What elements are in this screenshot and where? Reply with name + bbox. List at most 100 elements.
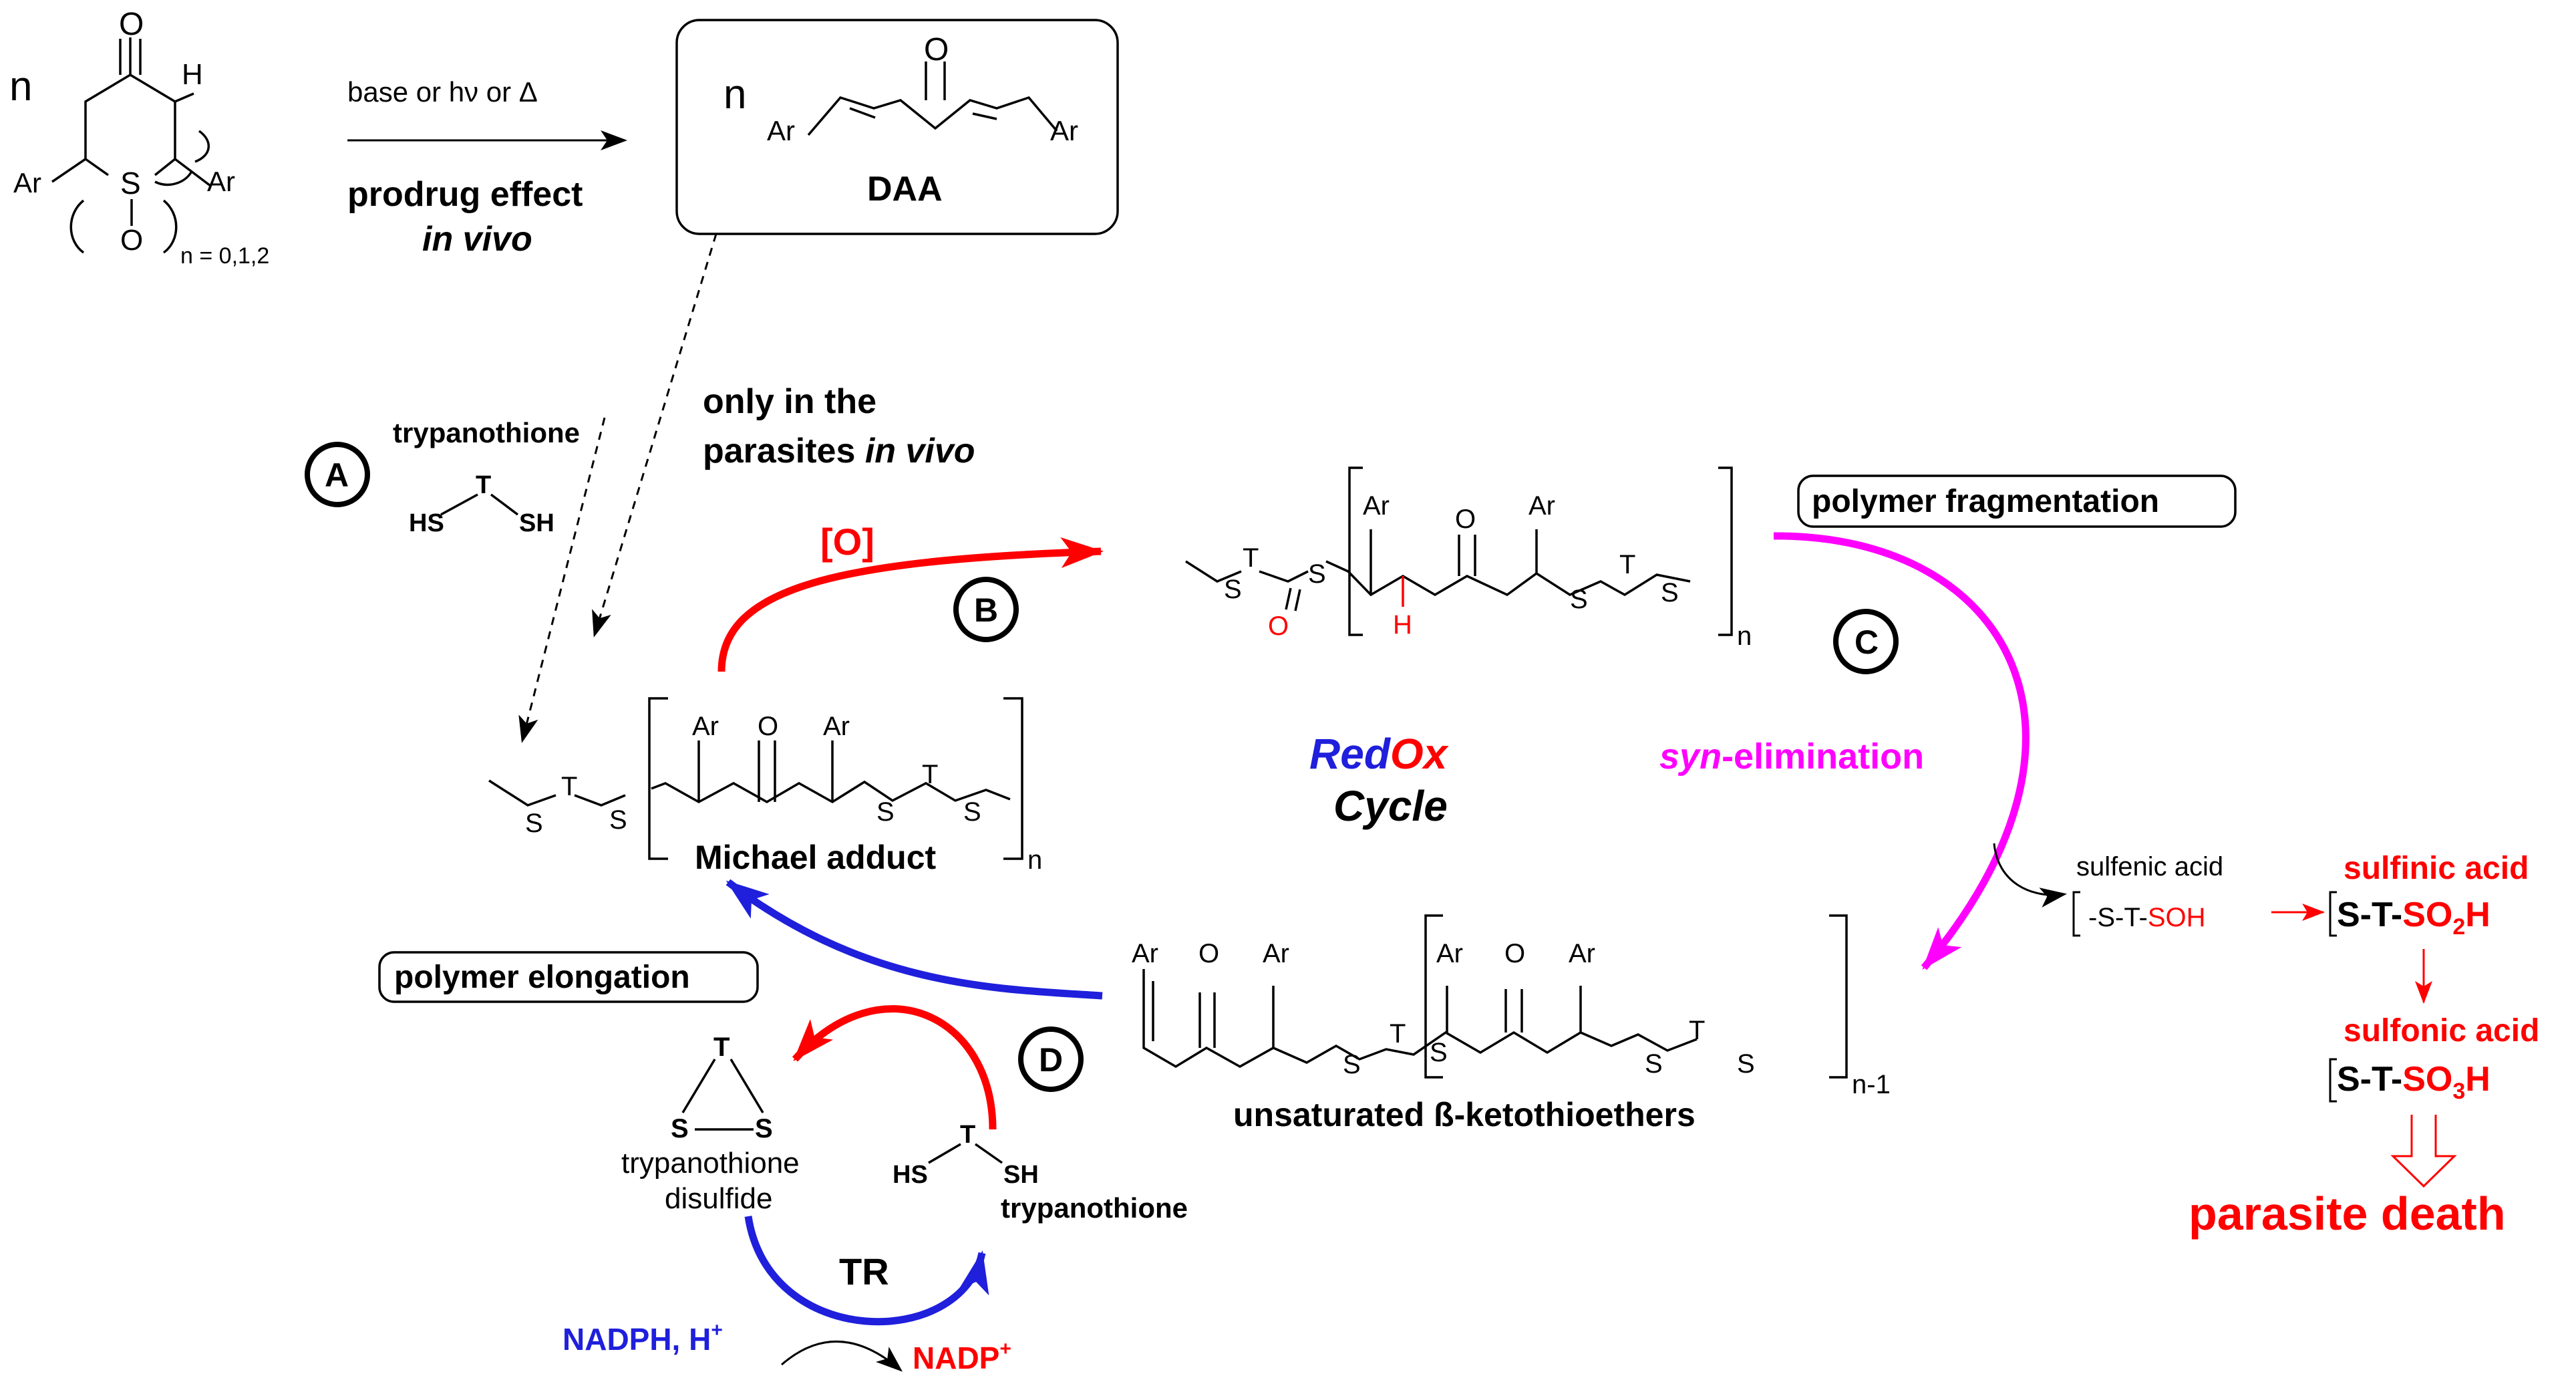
trypanothione-dashed-arrow <box>518 417 606 743</box>
oxidized-polymer-n: n <box>1737 622 1752 651</box>
michael-adduct-label: Michael adduct <box>695 839 937 876</box>
michael-s2: S <box>609 805 627 835</box>
sulfenic-bracket <box>2072 891 2080 937</box>
oxidized-polymer-ar2: Ar <box>1528 491 1555 521</box>
ketothioethers-label: unsaturated ß-ketothioethers <box>1233 1096 1696 1133</box>
disulfide-label-1: trypanothione <box>621 1147 800 1180</box>
daa-ar-right: Ar <box>1050 115 1078 146</box>
disulfide-formation-arrow <box>792 1005 997 1130</box>
michael-o: O <box>758 712 778 741</box>
michael-t1: T <box>561 772 577 801</box>
sulfenic-formula: -S-T-SOH <box>2088 903 2206 932</box>
sulfonic-acid-label: sulfonic acid <box>2344 1013 2539 1049</box>
only-in-the: only in the <box>703 382 876 421</box>
redox-label: RedOx <box>1309 730 1449 778</box>
daa-label: DAA <box>867 170 943 209</box>
keto-t2: T <box>1689 1016 1705 1045</box>
step-b-label: B <box>974 591 998 629</box>
step-c-circle <box>1833 609 1899 674</box>
step-d-label: D <box>1039 1041 1063 1079</box>
oxidized-polymer-so-o: O <box>1268 611 1289 641</box>
disulfide-s-left: S <box>671 1114 689 1143</box>
oxidized-polymer-h: H <box>1393 610 1412 640</box>
reaction-condition: base or hν or Δ <box>347 76 538 108</box>
prodrug-n-range: n = 0,1,2 <box>180 243 269 269</box>
cycle-label: Cycle <box>1333 782 1448 830</box>
polymer-elongation-box <box>378 951 759 1003</box>
redox-red: Red <box>1309 730 1392 778</box>
disulfide-s-right: S <box>755 1114 773 1143</box>
step-a-trypanothione: trypanothione <box>393 417 580 448</box>
michael-n: n <box>1027 845 1042 875</box>
keto-ar4: Ar <box>1569 939 1595 968</box>
keto-s3: S <box>1645 1049 1663 1079</box>
oxidized-polymer-s1: S <box>1224 575 1242 604</box>
sulfonic-bracket <box>2329 1058 2337 1103</box>
keto-t1: T <box>1390 1019 1406 1049</box>
prodrug-ar-right: Ar <box>207 166 235 197</box>
keto-n-minus-1: n-1 <box>1852 1070 1891 1099</box>
daa-dashed-arrow <box>592 233 717 638</box>
keto-s4: S <box>1737 1049 1755 1079</box>
redox-ox: Ox <box>1390 730 1449 778</box>
prodrug-carbonyl-o: O <box>119 7 144 42</box>
disulfide-label-2: disulfide <box>665 1182 772 1215</box>
oxidized-polymer-s2: S <box>1308 559 1326 589</box>
parasite-death-label: parasite death <box>2189 1188 2506 1240</box>
polymer-elongation-label: polymer elongation <box>394 960 690 995</box>
step-b-circle <box>953 577 1019 642</box>
michael-s4: S <box>963 797 981 827</box>
step-c-label: C <box>1855 624 1879 661</box>
trypanothione-disulfide-structure <box>681 1059 764 1131</box>
prodrug-in-vivo: in vivo <box>422 220 532 259</box>
oxidized-polymer-t1: T <box>1243 543 1259 573</box>
trypanothione-d-hs: HS <box>893 1161 928 1189</box>
prodrug-s: S <box>120 166 141 200</box>
nadph-label: NADPH, H+ <box>562 1319 723 1357</box>
sulfonic-formula: S-T-SO3H <box>2337 1060 2490 1104</box>
michael-s3: S <box>876 797 895 827</box>
prodrug-effect: prodrug effect <box>347 175 583 214</box>
trypanothione-a-t: T <box>476 471 491 499</box>
tr-reduction-arrow <box>744 1216 989 1326</box>
oxidation-arrow <box>717 537 1104 672</box>
keto-ar3: Ar <box>1436 939 1463 968</box>
michael-t2: T <box>922 760 938 789</box>
oxidized-polymer-o: O <box>1455 505 1476 534</box>
step-a-label: A <box>325 456 349 494</box>
tr-label: TR <box>839 1250 889 1292</box>
polymer-fragmentation-box <box>1797 474 2237 528</box>
syn-elimination-label: syn-elimination <box>1659 736 1924 777</box>
prodrug-so-o: O <box>120 224 143 257</box>
prodrug-h: H <box>182 58 203 91</box>
michael-s1: S <box>525 809 543 838</box>
oxidized-polymer-s3: S <box>1570 585 1588 614</box>
keto-ar1: Ar <box>1132 939 1158 968</box>
trypanothione-d-label: trypanothione <box>1001 1192 1188 1224</box>
parasite-death-arrow <box>2390 1115 2457 1188</box>
ketothioether-structure <box>1142 914 1848 1079</box>
keto-o2: O <box>1504 939 1525 968</box>
prodrug-n: n <box>9 63 32 110</box>
trypanothione-d-structure <box>928 1143 1003 1164</box>
trypanothione-a-hs: HS <box>409 509 444 537</box>
parasites-in-vivo-em: in vivo <box>865 432 975 470</box>
nadph-small-arrow <box>781 1340 903 1372</box>
step-d-circle <box>1018 1026 1084 1092</box>
oxidized-polymer-t2: T <box>1619 550 1635 579</box>
polymer-fragmentation-label: polymer fragmentation <box>1812 484 2159 519</box>
trypanothione-a-structure <box>440 493 519 516</box>
michael-ar2: Ar <box>823 712 850 741</box>
daa-ar-left: Ar <box>767 115 795 146</box>
nadp-label: NADP+ <box>913 1338 1011 1374</box>
keto-o1: O <box>1198 939 1219 968</box>
sulfenic-curved-arrow <box>1993 843 2067 908</box>
trypanothione-a-sh: SH <box>519 509 554 537</box>
step-a-circle <box>305 442 370 507</box>
oxidized-polymer-ar1: Ar <box>1363 491 1390 521</box>
keto-s2: S <box>1430 1038 1448 1067</box>
daa-o: O <box>924 32 949 67</box>
keto-s1: S <box>1343 1050 1361 1079</box>
michael-adduct-structure <box>488 697 1023 860</box>
trypanothione-d-t: T <box>960 1121 975 1149</box>
